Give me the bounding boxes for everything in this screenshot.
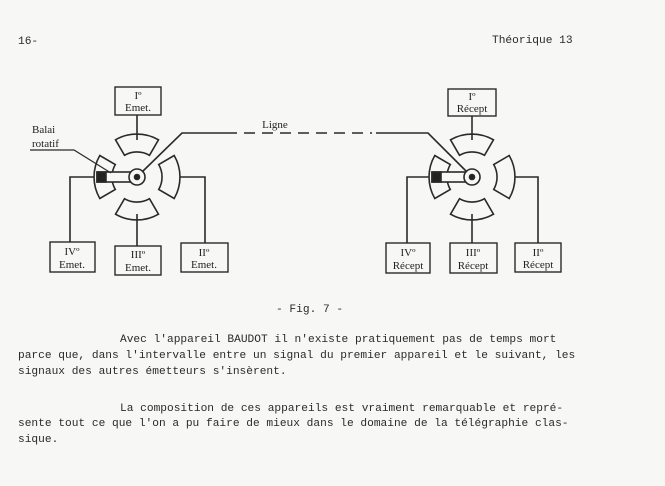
- receiver-box-3: [449, 242, 498, 274]
- emitter-1-num: Iº: [134, 90, 142, 102]
- receiver-1-label: Récept: [457, 103, 488, 115]
- receiver-box-4: [385, 242, 431, 274]
- section-header: Théorique 13: [492, 35, 573, 47]
- emitter-2-label: Emet.: [191, 259, 217, 271]
- emitter-1-label: Emet.: [125, 102, 151, 114]
- emitter-4-label: Emet.: [59, 259, 85, 271]
- paragraph1-line3: signaux des autres émetteurs s'insèrent.: [18, 366, 287, 378]
- emitter-4-num: IVº: [64, 246, 80, 258]
- paragraph1-line2: parce que, dans l'intervalle entre un si…: [18, 350, 576, 362]
- receiver-1-num: Iº: [468, 91, 476, 103]
- brush-label-2: rotatif: [32, 138, 59, 150]
- line-label: Ligne: [262, 119, 288, 131]
- receiver-2-num: IIº: [533, 247, 544, 259]
- receiver-4-num: IVº: [400, 247, 416, 259]
- brush-label-1: Balai: [32, 124, 55, 136]
- paragraph2-line2: sente tout ce que l'on a pu faire de mie…: [18, 418, 569, 430]
- figure-caption: - Fig. 7 -: [276, 304, 344, 316]
- receiver-2-label: Récept: [523, 259, 554, 271]
- emitter-box-2: [180, 242, 229, 273]
- page-number: 16-: [18, 36, 39, 48]
- emitter-2-num: IIº: [199, 247, 210, 259]
- emitter-3-num: IIIº: [131, 249, 146, 261]
- emitter-box-1: [114, 86, 162, 116]
- receiver-3-num: IIIº: [466, 247, 481, 259]
- emitter-box-4: [49, 241, 96, 273]
- receiver-3-label: Récept: [458, 260, 489, 272]
- paragraph2-line1: La composition de ces appareils est vrai…: [120, 403, 564, 415]
- receiver-box-2: [514, 242, 562, 273]
- paragraph1-line1: Avec l'appareil BAUDOT il n'existe prati…: [120, 334, 557, 346]
- paragraph2-line3: sique.: [18, 434, 59, 446]
- receiver-4-label: Récept: [393, 260, 424, 272]
- emitter-3-label: Emet.: [125, 262, 151, 274]
- emitter-box-3: [114, 245, 162, 276]
- receiver-box-1: [447, 88, 497, 117]
